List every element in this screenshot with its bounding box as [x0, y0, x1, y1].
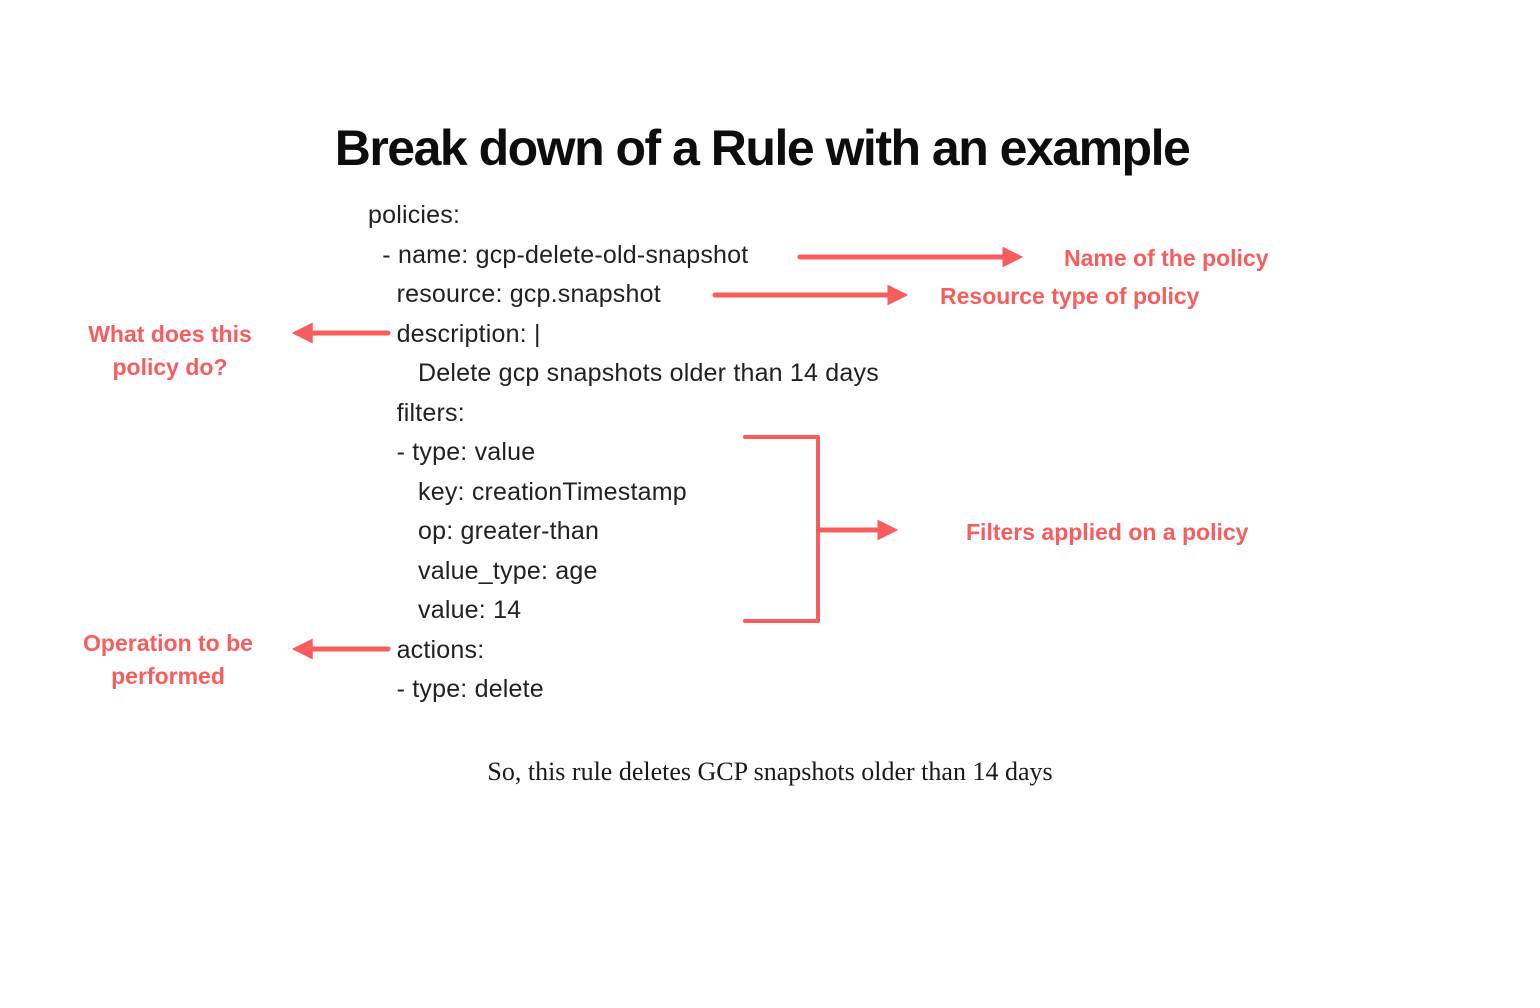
conclusion-text: So, this rule deletes GCP snapshots olde… [487, 757, 1053, 786]
page-title: Break down of a Rule with an example [334, 119, 1191, 176]
code-line-action-type: - type: delete [368, 675, 544, 703]
code-line-name: - name: gcp-delete-old-snapshot [368, 240, 749, 269]
annotation-resource-type: Resource type of policy [940, 283, 1200, 309]
annotation-name-of-policy: Name of the policy [1064, 245, 1269, 271]
yaml-code-block: policies: - name: gcp-delete-old-snapsho… [368, 196, 879, 710]
code-line-description: description: | [368, 319, 541, 348]
annotation-filters-applied: Filters applied on a policy [966, 519, 1249, 545]
code-line-filter-type: - type: value [368, 438, 536, 466]
annotation-what-does-policy-do: What does this policy do? [88, 321, 252, 380]
annotation-operation-performed: Operation to be performed [83, 630, 253, 689]
code-line-resource: resource: gcp.snapshot [368, 280, 661, 308]
code-line-description-text: Delete gcp snapshots older than 14 days [368, 359, 879, 387]
code-line-filters: filters: [368, 398, 465, 427]
code-line-filter-value-type: value_type: age [368, 556, 598, 585]
code-line-filter-value: value: 14 [368, 596, 522, 624]
code-line-actions: actions: [368, 635, 485, 664]
code-line-policies: policies: [368, 201, 461, 229]
code-line-filter-key: key: creationTimestamp [368, 477, 687, 506]
code-line-filter-op: op: greater-than [368, 517, 600, 545]
